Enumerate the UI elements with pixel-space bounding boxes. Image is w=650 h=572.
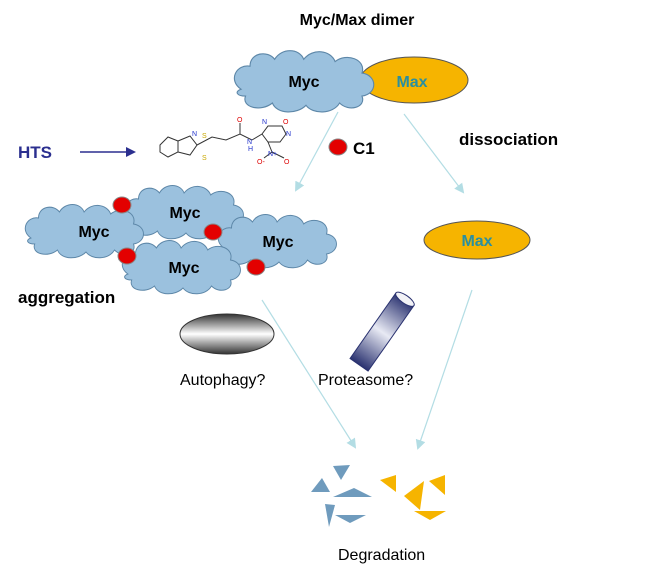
c1-label: C1 xyxy=(353,139,375,158)
max-protein-free xyxy=(423,220,531,260)
proteasome-label: Proteasome? xyxy=(318,372,413,389)
autophagy-label: Autophagy? xyxy=(180,372,266,389)
atom: O xyxy=(237,117,243,124)
myc-label: Myc xyxy=(169,205,200,222)
atom: N+ xyxy=(268,151,277,158)
myc-label: Myc xyxy=(262,234,293,251)
dissociation-label: dissociation xyxy=(459,130,558,149)
max-label-free: Max xyxy=(461,233,492,250)
aggregation-label: aggregation xyxy=(18,288,115,307)
c1-dot xyxy=(246,258,266,276)
atom: N xyxy=(262,119,267,126)
c1-dot xyxy=(117,247,137,265)
atom: N xyxy=(192,131,197,138)
atom: H xyxy=(248,146,253,153)
myc-label: Myc xyxy=(168,260,199,277)
atom: O xyxy=(283,119,289,126)
atom: N xyxy=(247,139,252,146)
c1-dot xyxy=(112,196,132,214)
atom: O- xyxy=(257,159,265,166)
hts-arrow xyxy=(80,147,136,157)
compound-atoms: N S S O N H N O N N+ O- O xyxy=(192,117,291,166)
pathway-arrows xyxy=(261,111,473,450)
myc-label-dimer: Myc xyxy=(288,74,319,91)
hts-label: HTS xyxy=(18,143,52,162)
myc-label: Myc xyxy=(78,224,109,241)
atom: S xyxy=(202,133,207,140)
degraded-fragments xyxy=(311,465,446,527)
compound-structure xyxy=(159,123,287,159)
proteasome-icon xyxy=(349,291,415,372)
myc-aggregate: Myc Myc Myc Myc xyxy=(24,185,337,295)
autophagosome-icon xyxy=(179,313,275,355)
title: Myc/Max dimer xyxy=(300,12,415,29)
max-protein-dimer: Max xyxy=(359,56,469,104)
atom: S xyxy=(202,155,207,162)
c1-dot xyxy=(328,138,348,156)
atom: N xyxy=(286,131,291,138)
atom: O xyxy=(284,159,290,166)
degradation-label: Degradation xyxy=(338,547,425,564)
c1-dot xyxy=(203,223,223,241)
max-label-dimer: Max xyxy=(396,74,427,91)
